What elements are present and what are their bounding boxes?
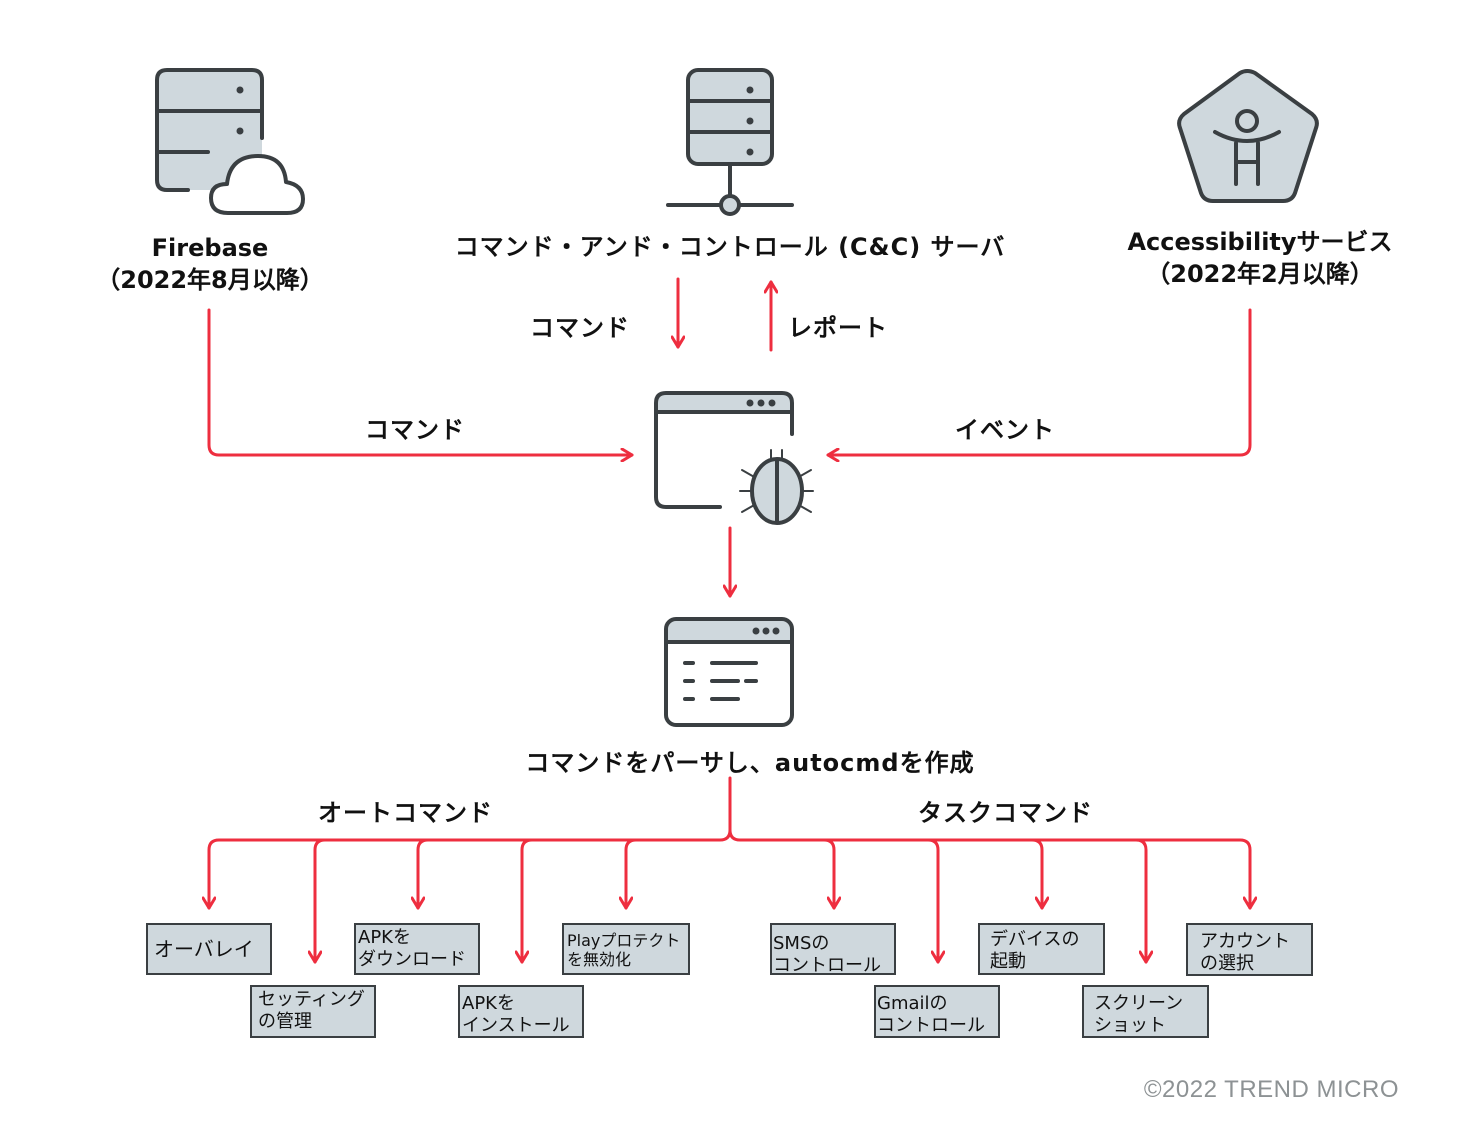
cnc-server-label: コマンド・アンド・コントロール (C&C) サーバ xyxy=(454,233,1006,261)
box-line1: Playプロテクト xyxy=(567,931,681,950)
box-line2: の選択 xyxy=(1200,953,1254,974)
accessibility-title: Accessibilityサービス xyxy=(1127,228,1393,256)
edge-label-cnc-report: レポート xyxy=(788,314,888,342)
malware-app-icon xyxy=(654,391,814,525)
branch-arrow xyxy=(928,838,938,962)
box-line2: ショット xyxy=(1094,1015,1166,1036)
arrow-firebase-to-malware xyxy=(207,308,634,455)
auto-command-box: Playプロテクト を無効化 xyxy=(562,923,690,975)
branch-arrow xyxy=(626,838,636,908)
auto-command-box: オーバレイ xyxy=(146,923,272,975)
edge-label-firebase-command: コマンド xyxy=(365,416,465,444)
firebase-label: Firebase （2022年8月以降） xyxy=(95,232,325,296)
box-line1: オーバレイ xyxy=(154,937,254,961)
task-command-box: SMSの コントロール xyxy=(770,923,896,975)
edge-label-accessibility-event: イベント xyxy=(955,416,1055,444)
branch-arrow xyxy=(1032,838,1042,908)
branch-arrow xyxy=(824,838,834,908)
box-line1: Gmailの xyxy=(877,993,948,1014)
box-line2: の管理 xyxy=(258,1011,312,1032)
tree-trunk-right xyxy=(728,828,1250,910)
box-line1: APKを xyxy=(358,927,411,948)
box-line2: コントロール xyxy=(877,1015,985,1036)
box-line2: コントロール xyxy=(773,955,881,975)
network-server-icon xyxy=(666,68,794,216)
auto-command-box: APKを インストール xyxy=(458,985,584,1038)
task-command-box: デバイスの 起動 xyxy=(978,923,1105,975)
box-line1: アカウント xyxy=(1200,931,1290,952)
box-line2: 起動 xyxy=(990,951,1026,972)
branch-arrow xyxy=(522,838,532,962)
box-line1: デバイスの xyxy=(990,929,1080,950)
copyright-notice: ©2022 TREND MICRO xyxy=(1143,1076,1399,1103)
edge-label-cnc-command: コマンド xyxy=(530,314,630,342)
accessibility-icon xyxy=(1177,69,1319,203)
firebase-subtitle: （2022年8月以降） xyxy=(96,266,324,294)
accessibility-label: Accessibilityサービス （2022年2月以降） xyxy=(1110,226,1410,290)
box-line2: ダウンロード xyxy=(358,949,466,970)
task-command-label: タスクコマンド xyxy=(918,799,1093,827)
box-line1: APKを xyxy=(462,993,515,1014)
box-line1: セッティング xyxy=(258,989,365,1010)
box-line2: を無効化 xyxy=(567,950,632,969)
auto-command-label: オートコマンド xyxy=(318,799,493,827)
auto-command-box: セッティング の管理 xyxy=(250,985,376,1038)
branch-arrow xyxy=(418,838,428,908)
auto-command-box: APKを ダウンロード xyxy=(354,923,480,975)
box-line2: インストール xyxy=(462,1015,570,1036)
task-command-box: スクリーン ショット xyxy=(1082,985,1209,1038)
box-line1: スクリーン xyxy=(1094,993,1184,1014)
accessibility-subtitle: （2022年2月以降） xyxy=(1146,260,1374,288)
server-cloud-icon xyxy=(155,68,305,215)
firebase-title: Firebase xyxy=(151,234,269,262)
arrow-accessibility-to-malware xyxy=(826,308,1252,455)
branch-arrow xyxy=(1136,838,1146,962)
parser-label: コマンドをパーサし、autocmdを作成 xyxy=(525,749,975,777)
branch-arrow xyxy=(315,838,325,962)
box-line1: SMSの xyxy=(773,933,830,954)
task-command-box: アカウント の選択 xyxy=(1186,923,1313,976)
command-list-window-icon xyxy=(664,617,794,727)
task-command-box: Gmailの コントロール xyxy=(874,985,1000,1038)
